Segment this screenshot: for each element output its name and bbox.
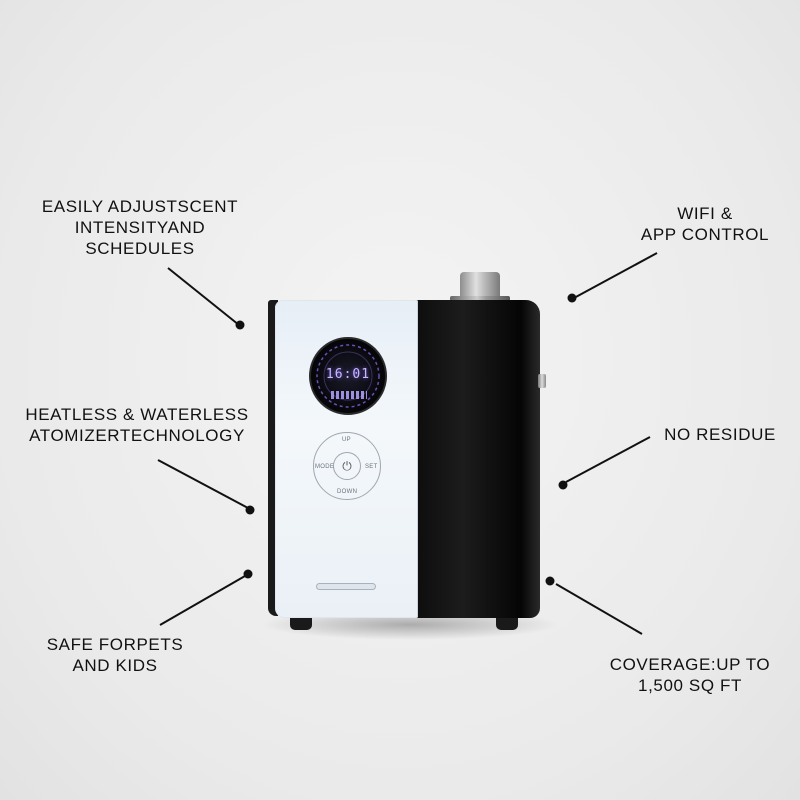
power-icon: ⏻	[342, 458, 352, 473]
device-slot	[316, 583, 376, 590]
feature-label-pets: SAFE FORPETS AND KIDS	[46, 635, 184, 675]
callout-dot-wifi	[567, 293, 577, 303]
device-side-knob	[538, 374, 546, 388]
callout-line-wifi	[573, 252, 658, 299]
callout-dot-heatless	[245, 505, 255, 515]
callout-line-scent	[167, 267, 240, 326]
callout-dot-scent	[235, 320, 245, 330]
callout-line-residue	[565, 436, 651, 483]
mode-button[interactable]: MODE	[315, 464, 335, 470]
display-time: 16:01	[325, 367, 371, 382]
control-wheel[interactable]	[313, 432, 381, 500]
display-ring-icon	[316, 344, 380, 408]
down-button[interactable]: DOWN	[337, 489, 358, 495]
up-button[interactable]: UP	[342, 437, 351, 443]
feature-label-wifi: WIFI & APP CONTROL	[640, 204, 770, 244]
callout-dot-pets	[243, 569, 253, 579]
callout-dot-coverage	[545, 576, 555, 586]
device-body-black	[412, 300, 540, 618]
device-display: 16:01	[309, 337, 387, 415]
power-button[interactable]: ⏻	[333, 452, 361, 480]
set-button[interactable]: SET	[365, 464, 378, 470]
device-foot-right	[496, 618, 518, 630]
callout-line-pets	[159, 575, 246, 626]
feature-label-coverage: COVERAGE:UP TO 1,500 SQ FT	[609, 655, 771, 695]
feature-label-scent-intensity: EASILY ADJUSTSCENT INTENSITYAND SCHEDULE…	[41, 197, 239, 258]
device-side	[268, 300, 278, 616]
callout-line-coverage	[555, 583, 643, 635]
device-foot-left	[290, 618, 312, 630]
feature-label-heatless: HEATLESS & WATERLESS ATOMIZERTECHNOLOGY	[25, 405, 249, 445]
display-level-bars	[331, 391, 367, 399]
device-shadow	[260, 618, 560, 640]
callout-dot-residue	[558, 480, 568, 490]
feature-label-residue: NO RESIDUE	[664, 425, 776, 444]
callout-line-heatless	[157, 459, 249, 509]
